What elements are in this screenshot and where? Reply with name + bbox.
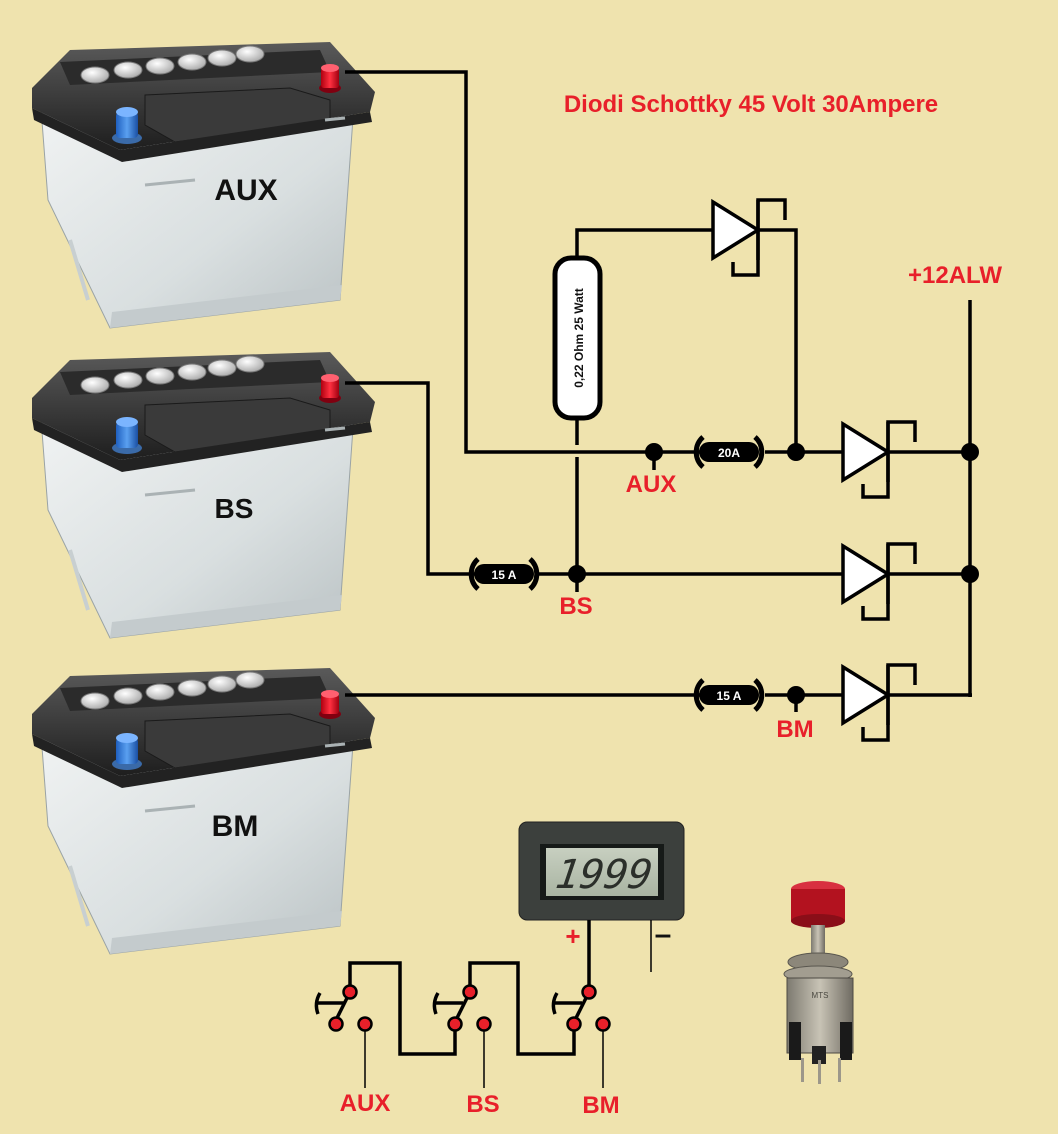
selector-switch-bm[interactable]: BM xyxy=(551,984,620,1120)
selector-switch-bs[interactable]: BS xyxy=(432,984,500,1119)
schottky-diode-bypass xyxy=(711,198,787,277)
fuse-bs-label: 15 A xyxy=(492,568,517,582)
selector-switches: AUX BS BM xyxy=(314,961,620,1120)
junction-bypass xyxy=(787,443,805,461)
fuse-bm: 15 A xyxy=(696,680,762,710)
battery-bm: BM xyxy=(30,666,377,956)
junctions xyxy=(568,443,979,704)
schottky-diode-aux xyxy=(841,420,917,499)
node-label-aux: AUX xyxy=(626,471,677,498)
resistor-label: 0,22 Ohm 25 Watt xyxy=(572,288,586,388)
battery-bs-label: BS xyxy=(215,493,254,524)
schottky-diode-bm xyxy=(841,663,917,742)
selector-switch-aux[interactable]: AUX xyxy=(314,984,391,1118)
fuse-aux-label: 20A xyxy=(718,446,740,460)
voltmeter-minus-label: – xyxy=(655,918,672,951)
junction-out-aux xyxy=(961,443,979,461)
voltmeter-display: 1999 xyxy=(553,852,656,898)
node-label-bm: BM xyxy=(776,716,813,743)
wire-resistor-top xyxy=(575,228,713,262)
output-label-12alw: +12ALW xyxy=(908,262,1002,289)
voltmeter: 1999 + – xyxy=(518,821,685,985)
switch-wire-2 xyxy=(468,961,576,1056)
node-label-bs: BS xyxy=(559,593,592,620)
schottky-diode-bs xyxy=(841,542,917,621)
junction-bs-node xyxy=(568,565,586,583)
wire-bs-battery xyxy=(345,381,475,576)
push-button-marking: MTS xyxy=(812,991,829,1000)
battery-aux-image xyxy=(30,40,377,330)
battery-bs: BS xyxy=(30,350,377,640)
selector-switch-aux-label: AUX xyxy=(340,1090,391,1117)
push-button-switch: MTS xyxy=(783,881,854,1084)
fuse-bs: 15 A xyxy=(471,559,537,589)
wire-aux-battery xyxy=(345,70,660,454)
junction-bm-node xyxy=(787,686,805,704)
page-title: Diodi Schottky 45 Volt 30Ampere xyxy=(564,91,938,118)
selector-switch-bs-label: BS xyxy=(466,1091,499,1118)
wire-bypass-diode-out xyxy=(758,228,798,452)
wires xyxy=(345,70,972,712)
voltmeter-plus-label: + xyxy=(565,921,580,951)
fuse-bm-label: 15 A xyxy=(717,689,742,703)
selector-switch-bm-label: BM xyxy=(582,1092,619,1119)
battery-aux-label: AUX xyxy=(214,174,277,207)
switch-wire-1 xyxy=(348,961,457,1056)
battery-aux: AUX xyxy=(30,40,377,330)
resistor: 0,22 Ohm 25 Watt xyxy=(552,255,603,421)
battery-bs-image xyxy=(30,350,377,640)
junction-out-bs xyxy=(961,565,979,583)
fuse-aux: 20A xyxy=(696,437,762,467)
battery-bm-label: BM xyxy=(212,810,259,843)
battery-bm-image xyxy=(30,666,377,956)
junction-aux-node xyxy=(645,443,663,461)
